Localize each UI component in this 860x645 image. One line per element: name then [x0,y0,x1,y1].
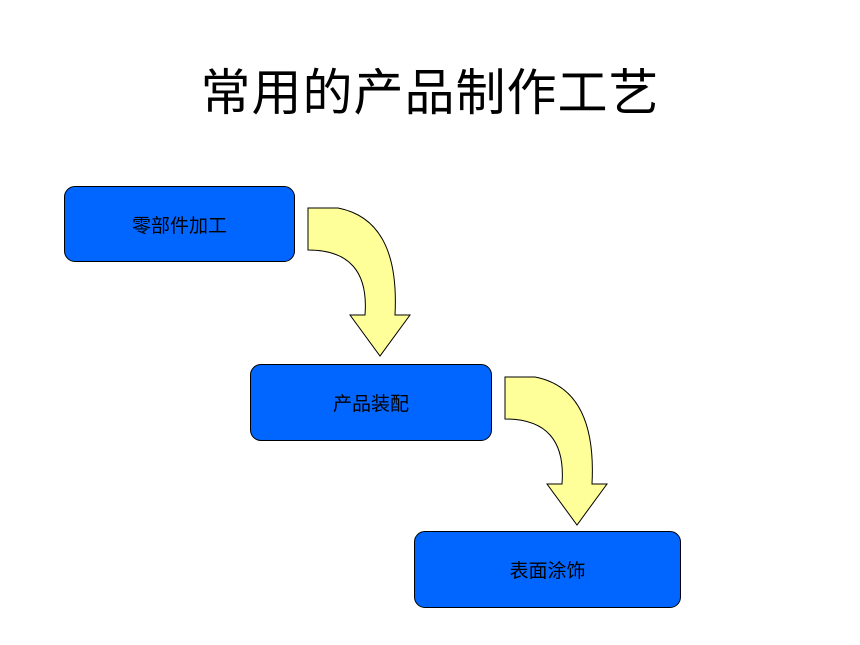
step-label: 零部件加工 [131,214,227,237]
curved-down-arrow-icon [504,376,608,526]
page-title: 常用的产品制作工艺 [200,64,660,122]
step-box-surface-finishing: 表面涂饰 [414,531,681,608]
curved-down-arrow-icon [307,207,411,357]
step-label: 产品装配 [332,393,409,415]
step-label: 表面涂饰 [509,560,586,582]
arrow-shape [504,376,608,526]
arrow-shape [307,207,411,357]
step-box-parts-machining: 零部件加工 [64,186,295,262]
step-box-assembly: 产品装配 [250,364,492,441]
